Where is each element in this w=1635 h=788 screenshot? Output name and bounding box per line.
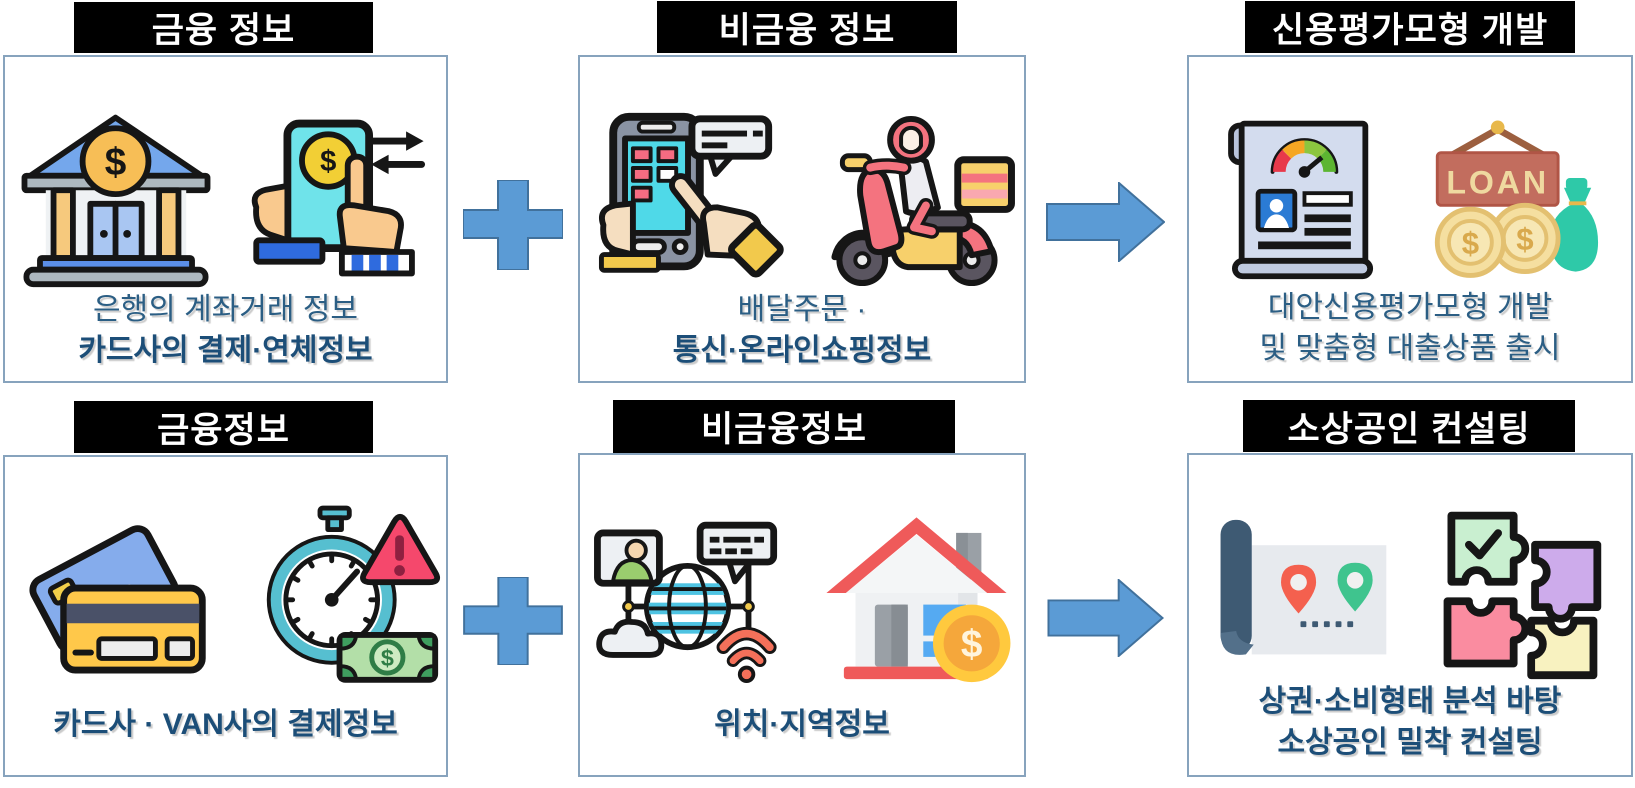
header-financial-info-2: 금융정보 bbox=[74, 401, 373, 453]
caption-line: 대안신용평가모형 개발 bbox=[1267, 291, 1553, 324]
shopping-app-icon bbox=[598, 112, 784, 278]
dollar-glyph: $ bbox=[105, 141, 127, 184]
header-small-business-consulting: 소상공인 컨설팅 bbox=[1243, 400, 1575, 452]
caption-line: 위치·지역정보 bbox=[714, 708, 890, 741]
loan-sign-text: LOAN bbox=[1446, 165, 1549, 201]
dollar-glyph: $ bbox=[320, 146, 336, 178]
panel6-icons bbox=[1189, 487, 1631, 697]
dollar-glyph: $ bbox=[380, 645, 393, 671]
caption-line: 카드사 · VAN사의 결제정보 bbox=[53, 708, 398, 741]
header-financial-info: 금융 정보 bbox=[74, 2, 373, 53]
panel5-icons: $ bbox=[580, 487, 1024, 697]
header-nonfinancial-info-2: 비금융정보 bbox=[613, 400, 955, 453]
loan-icon: LOAN $ $ bbox=[1434, 120, 1598, 278]
caption-line: 은행의 계좌거래 정보 bbox=[92, 293, 359, 326]
panel4-icons: $ bbox=[5, 487, 446, 697]
panel-nonfinancial-info: 배달주문 · 통신·온라인쇼핑정보 bbox=[578, 55, 1026, 383]
dollar-glyph: $ bbox=[1461, 226, 1478, 261]
caption-line: 배달주문 · bbox=[737, 293, 867, 326]
dollar-glyph: $ bbox=[1516, 222, 1533, 257]
panel2-icons bbox=[580, 93, 1024, 303]
caption-line: 상권·소비형태 분석 바탕 bbox=[1258, 685, 1562, 718]
credit-report-icon bbox=[1227, 120, 1373, 280]
header-credit-model-dev: 신용평가모형 개발 bbox=[1245, 1, 1575, 53]
caption-line: 소상공인 밀착 컨설팅 bbox=[1277, 726, 1543, 759]
caption-nonfinancial-info: 배달주문 · 통신·온라인쇼핑정보 bbox=[580, 289, 1024, 371]
plus-connector-icon bbox=[463, 577, 563, 665]
map-pins-icon bbox=[1220, 519, 1387, 655]
caption-line: 및 맞춤형 대출상품 출시 bbox=[1259, 332, 1561, 365]
panel-credit-model-dev: LOAN $ $ 대안신용평가모형 개발 및 맞춤형 대출상품 출시 bbox=[1187, 55, 1633, 383]
panel-financial-info-2: $ 카드사 · VAN사의 결제정보 bbox=[3, 455, 448, 777]
caption-line: 통신·온라인쇼핑정보 bbox=[672, 334, 932, 367]
puzzle-icon bbox=[1443, 511, 1602, 680]
network-icon bbox=[594, 521, 778, 684]
bank-icon: $ bbox=[21, 114, 211, 288]
delivery-scooter-icon bbox=[830, 115, 1015, 287]
stopwatch-icon: $ bbox=[266, 505, 440, 683]
panel-small-business-consulting: 상권·소비형태 분석 바탕 소상공인 밀착 컨설팅 bbox=[1187, 453, 1633, 777]
caption-small-business-consulting: 상권·소비형태 분석 바탕 소상공인 밀착 컨설팅 bbox=[1189, 681, 1631, 763]
caption-nonfinancial-info-2: 위치·지역정보 bbox=[580, 704, 1024, 745]
caption-line: 카드사의 결제·연체정보 bbox=[78, 334, 373, 367]
header-nonfinancial-info: 비금융 정보 bbox=[657, 1, 957, 53]
arrow-right-icon bbox=[1046, 182, 1165, 262]
credit-cards-icon bbox=[28, 525, 206, 674]
plus-connector-icon bbox=[463, 180, 563, 270]
caption-financial-info-2: 카드사 · VAN사의 결제정보 bbox=[5, 704, 446, 745]
caption-credit-model-dev: 대안신용평가모형 개발 및 맞춤형 대출상품 출시 bbox=[1189, 287, 1631, 369]
caption-financial-info: 은행의 계좌거래 정보 카드사의 결제·연체정보 bbox=[5, 289, 446, 371]
mobile-payment-icon: $ bbox=[251, 119, 426, 277]
panel3-icons: LOAN $ $ bbox=[1189, 93, 1631, 303]
panel-financial-info: $ $ bbox=[3, 55, 448, 383]
arrow-right-icon bbox=[1047, 579, 1165, 657]
house-coin-icon: $ bbox=[826, 517, 1011, 683]
panel-nonfinancial-info-2: $ 위치·지역정보 bbox=[578, 453, 1026, 777]
panel1-icons: $ $ bbox=[5, 93, 446, 303]
dollar-glyph: $ bbox=[961, 623, 983, 666]
